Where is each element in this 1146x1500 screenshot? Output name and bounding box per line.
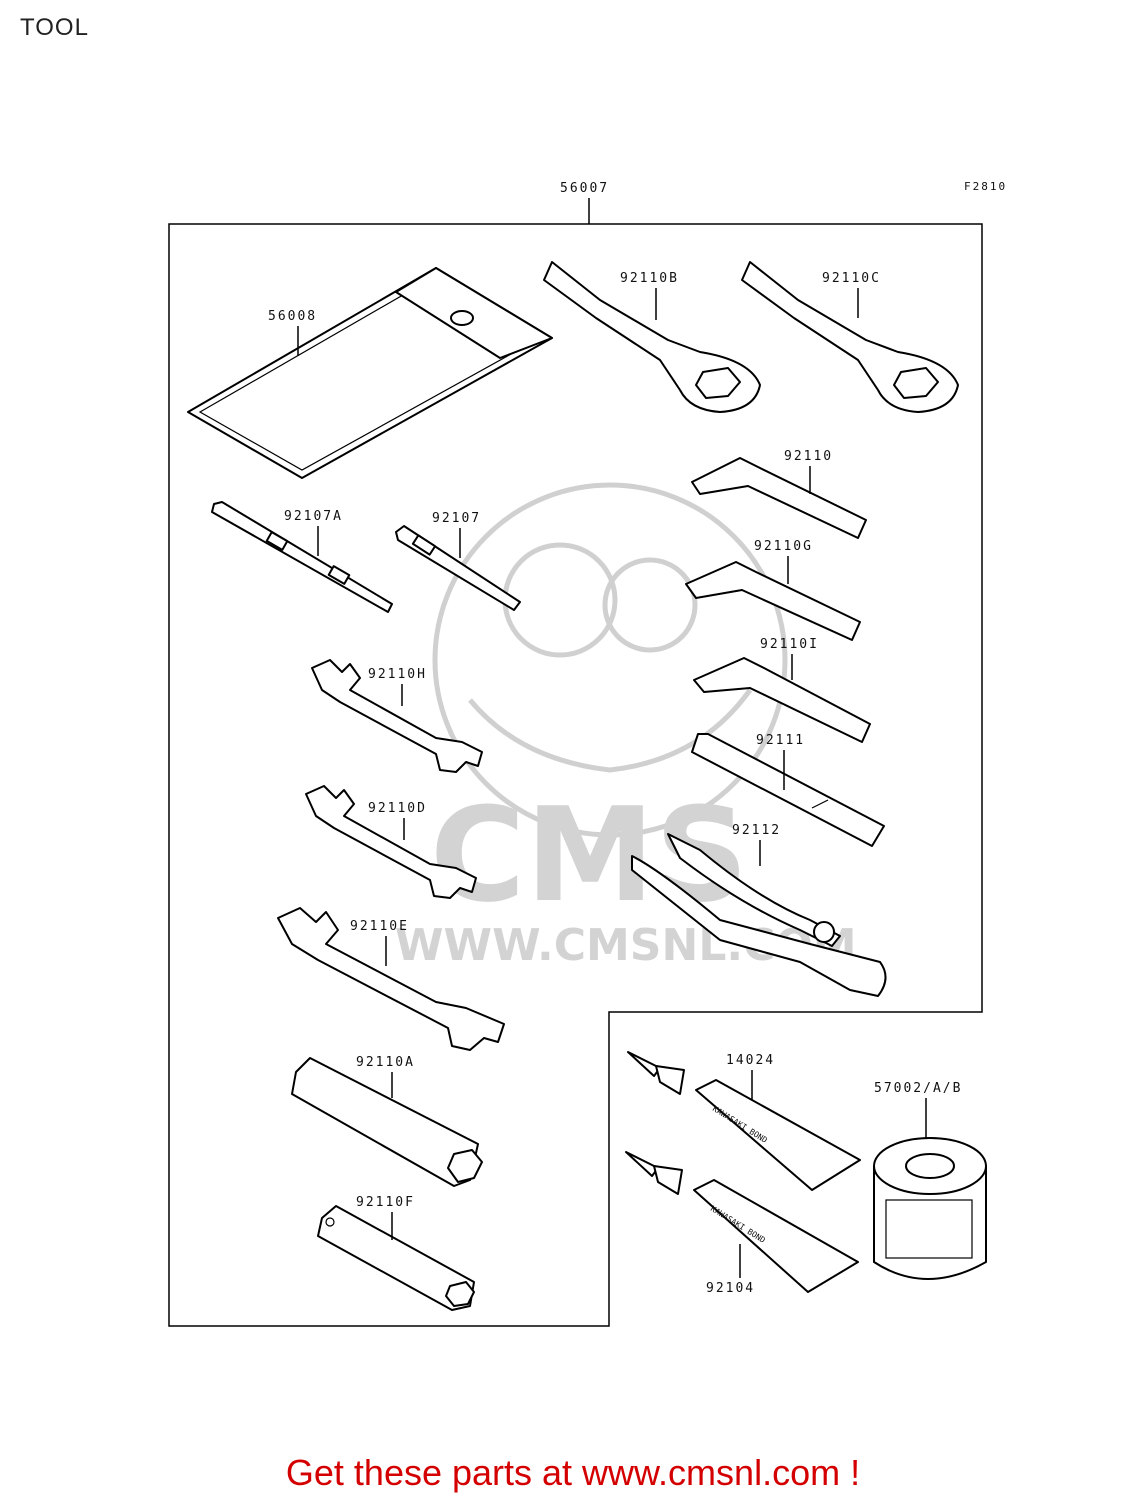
figure-code: F2810 xyxy=(964,180,1007,193)
socket-wrench-92110f xyxy=(317,1205,475,1311)
label-92112: 92112 xyxy=(732,823,781,838)
label-92104: 92104 xyxy=(706,1281,755,1296)
label-92110d: 92110D xyxy=(368,801,427,816)
label-92110: 92110 xyxy=(784,449,833,464)
page-title: TOOL xyxy=(20,14,89,41)
label-57002: 57002/A/B xyxy=(874,1081,962,1096)
oil-filter-57002 xyxy=(873,1137,987,1280)
label-92110f: 92110F xyxy=(356,1195,415,1210)
socket-wrench-92110a xyxy=(291,1057,483,1187)
label-92110g: 92110G xyxy=(754,539,813,554)
label-92111: 92111 xyxy=(756,733,805,748)
label-92107: 92107 xyxy=(432,511,481,526)
open-wrench-92110h xyxy=(311,659,483,773)
screwdriver-92107a xyxy=(211,501,393,613)
label-92107a: 92107A xyxy=(284,509,343,524)
hex-key-92110g xyxy=(685,561,861,641)
hex-key-92110 xyxy=(691,457,867,539)
label-92110b: 92110B xyxy=(620,271,679,286)
extension-bar-92111 xyxy=(691,733,885,847)
pliers-92112 xyxy=(631,833,887,997)
label-14024: 14024 xyxy=(726,1053,775,1068)
open-wrench-92110e xyxy=(277,907,505,1051)
footer-link[interactable]: Get these parts at www.cmsnl.com ! xyxy=(285,1452,861,1493)
ring-wrench-92110b xyxy=(543,261,761,413)
label-56008: 56008 xyxy=(268,309,317,324)
ring-wrench-92110c xyxy=(741,261,959,413)
label-92110e: 92110E xyxy=(350,919,409,934)
label-92110a: 92110A xyxy=(356,1055,415,1070)
open-wrench-92110d xyxy=(305,785,477,899)
label-92110h: 92110H xyxy=(368,667,427,682)
tool-pouch xyxy=(187,267,553,479)
label-92110c: 92110C xyxy=(822,271,881,286)
kit-outline xyxy=(168,223,983,1327)
label-92110i: 92110I xyxy=(760,637,819,652)
hex-key-92110i xyxy=(693,657,871,743)
label-56007: 56007 xyxy=(560,181,609,196)
screwdriver-92107 xyxy=(395,525,521,611)
